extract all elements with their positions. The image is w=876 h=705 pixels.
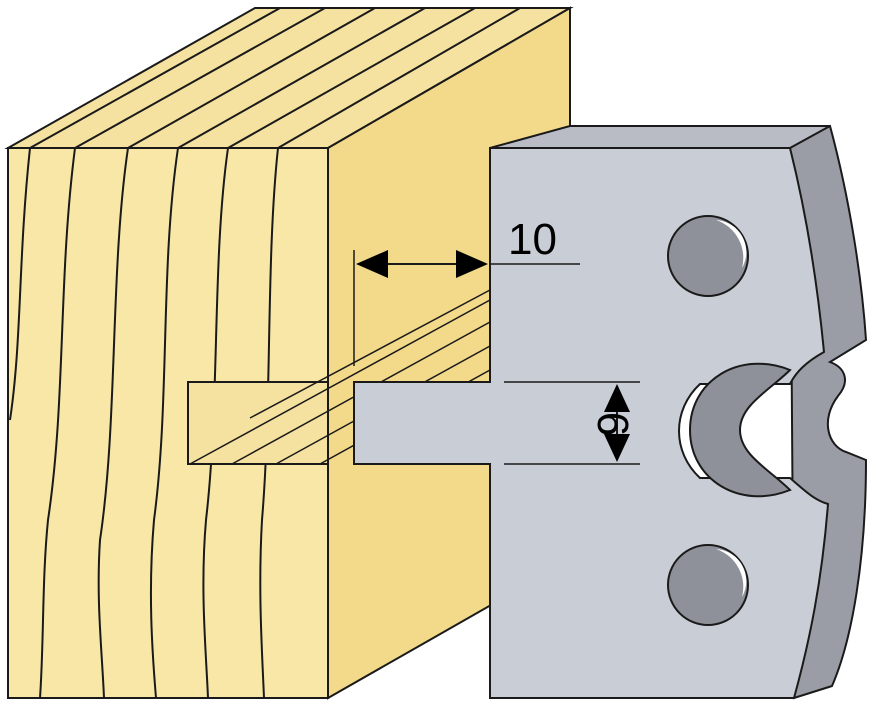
dim-height-arrow-bottom [604,434,630,462]
knife-hole-bottom [667,544,749,626]
dim-width-arrow-right [456,250,488,278]
knife-hole-top [667,215,749,297]
wood-top-grain [29,7,521,149]
wood-block [4,6,574,700]
dim-height-arrow-top [604,384,630,412]
profile-knife [353,124,868,700]
wood-front-grain [9,147,279,699]
dim-width-label: 10 [508,215,557,264]
dimension-height: 6 [504,381,640,465]
dim-width-arrow-left [356,250,388,278]
knife-notch [688,362,792,498]
dimension-width: 10 [353,215,580,366]
dim-height-label: 6 [588,412,637,436]
